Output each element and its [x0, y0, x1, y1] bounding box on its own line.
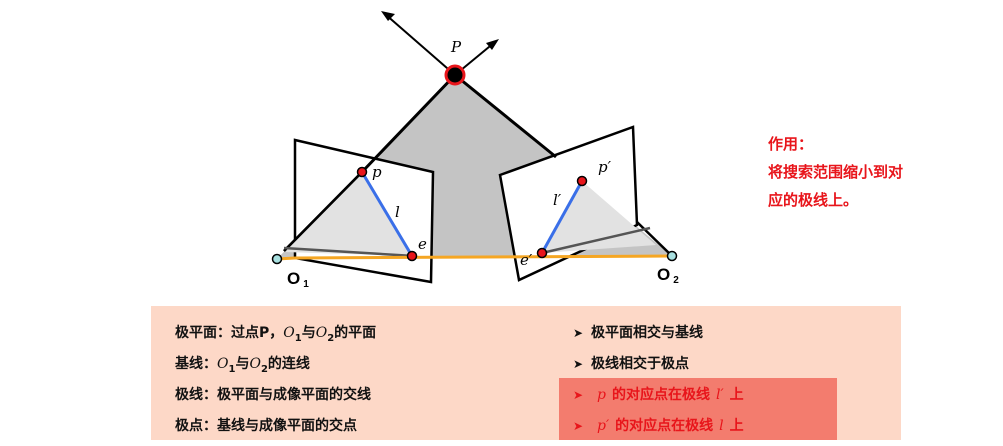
ray-right	[454, 73, 557, 159]
definition-baseline: 基线：O1与O2的连线	[175, 356, 310, 375]
point-P-marker	[444, 64, 466, 86]
definitions-panel: 极平面：过点P，O1与O2的平面 基线：O1与O2的连线 极线：极平面与成像平面…	[151, 306, 901, 440]
arrow-bullet-icon: ➤	[573, 388, 584, 402]
ray-right-lower	[636, 221, 673, 257]
left-epipolar-line	[360, 171, 414, 257]
right-epipole-label: e′	[520, 251, 533, 269]
definition-epipole: 极点：基线与成像平面的交点	[175, 418, 357, 434]
left-camera-center	[271, 253, 283, 265]
left-epipolar-line-label: l	[395, 203, 400, 221]
purpose-note: 作用： 将搜索范围缩小到对 应的极线上。	[768, 130, 903, 214]
property-item: ➤极线相交于极点	[559, 349, 744, 380]
definition-epipolar-line: 极线：极平面与成像平面的交线	[175, 387, 371, 403]
left-image-point-marker	[356, 166, 368, 178]
baseline	[294, 254, 673, 260]
note-line-3: 应的极线上。	[768, 191, 859, 209]
arrow-bullet-icon: ➤	[573, 419, 584, 433]
right-epipolar-line	[540, 180, 584, 254]
arrow-up-left	[384, 13, 456, 76]
left-projection	[283, 171, 363, 252]
right-lower-edge	[541, 226, 651, 255]
definition-epipolar-plane: 极平面：过点P，O1与O2的平面	[175, 325, 377, 344]
point-P-label: P	[450, 38, 462, 56]
left-lower-edge	[283, 246, 415, 258]
note-line-1: 作用：	[768, 135, 814, 153]
right-image-point-label: p′	[598, 158, 612, 176]
right-image-point-marker	[576, 175, 588, 187]
property-item: ➤极平面相交与基线	[559, 318, 744, 349]
right-epipole-marker	[536, 247, 548, 259]
left-epipole-marker	[406, 250, 418, 262]
right-camera-center	[666, 250, 678, 262]
note-line-2: 将搜索范围缩小到对	[768, 163, 904, 181]
arrow-up-left-head	[381, 11, 395, 21]
arrow-bullet-icon: ➤	[573, 357, 584, 371]
left-image-triangle	[284, 172, 414, 256]
left-epipole-label: e	[418, 235, 427, 253]
arrow-up-right-head	[486, 39, 499, 50]
definitions-list: 极平面：过点P，O1与O2的平面 基线：O1与O2的连线 极线：极平面与成像平面…	[175, 318, 376, 442]
ray-left	[360, 73, 457, 174]
right-epipolar-line-label: l′	[553, 191, 562, 209]
arrow-bullet-icon: ➤	[573, 326, 584, 340]
highlight-box	[559, 378, 837, 440]
left-image-point-label: p	[372, 163, 382, 181]
right-image-triangle	[542, 181, 656, 253]
